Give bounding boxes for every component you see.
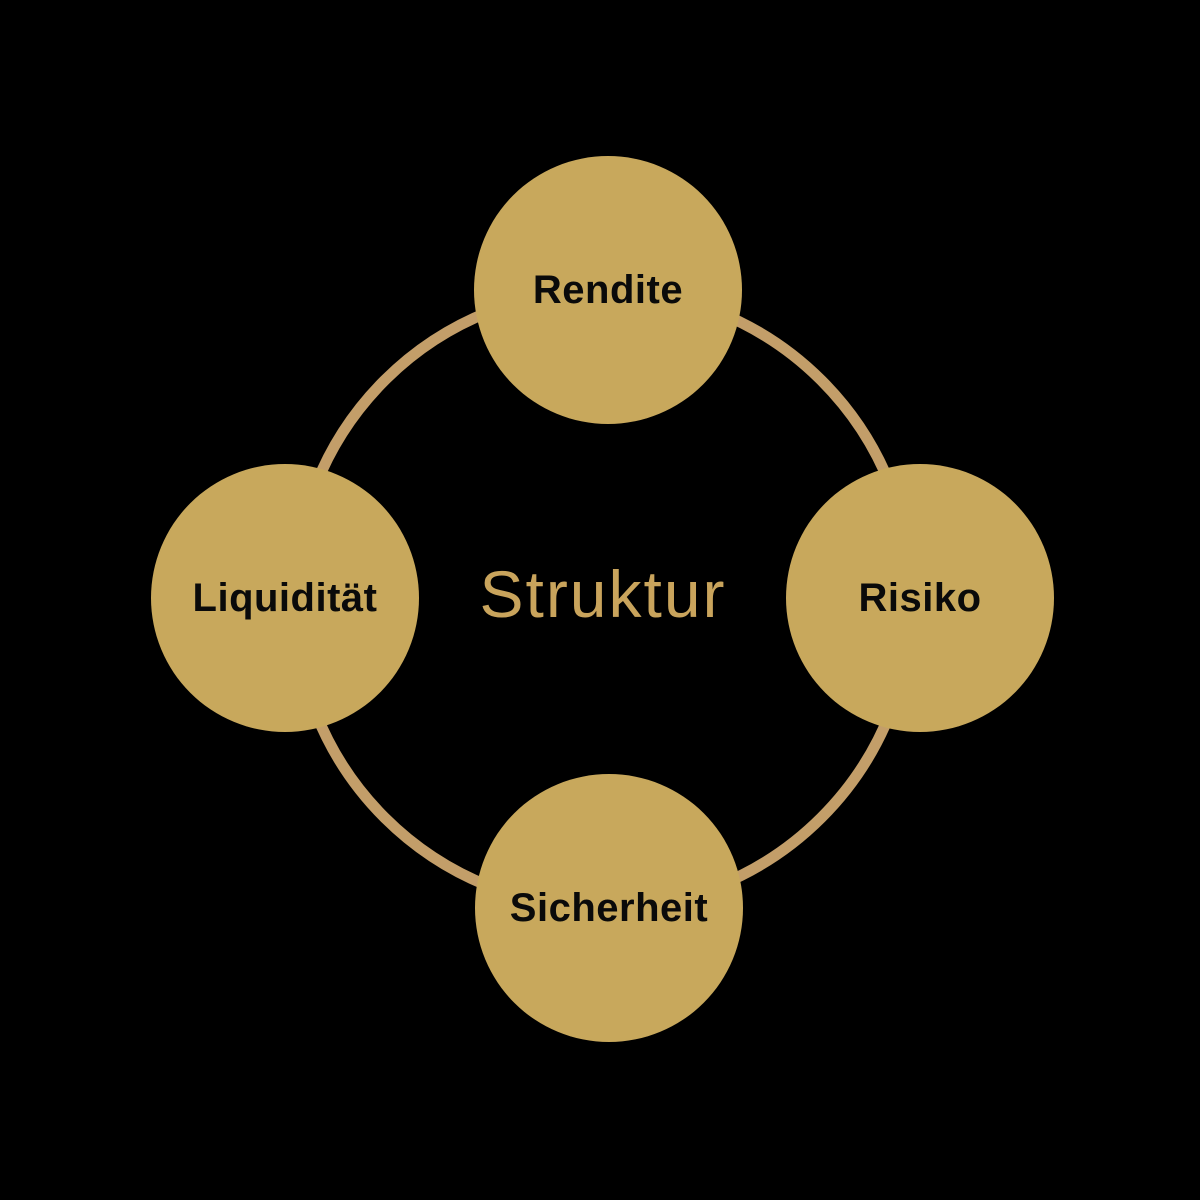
- node-rendite: Rendite: [474, 156, 742, 424]
- diagram-title: Struktur: [479, 557, 727, 631]
- node-sicherheit: Sicherheit: [475, 774, 743, 1042]
- node-liquiditaet-label: Liquidität: [192, 575, 378, 620]
- node-sicherheit-label: Sicherheit: [509, 885, 709, 930]
- node-liquiditaet: Liquidität: [151, 464, 419, 732]
- node-risiko: Risiko: [786, 464, 1054, 732]
- node-risiko-label: Risiko: [858, 575, 982, 620]
- node-rendite-label: Rendite: [532, 267, 684, 312]
